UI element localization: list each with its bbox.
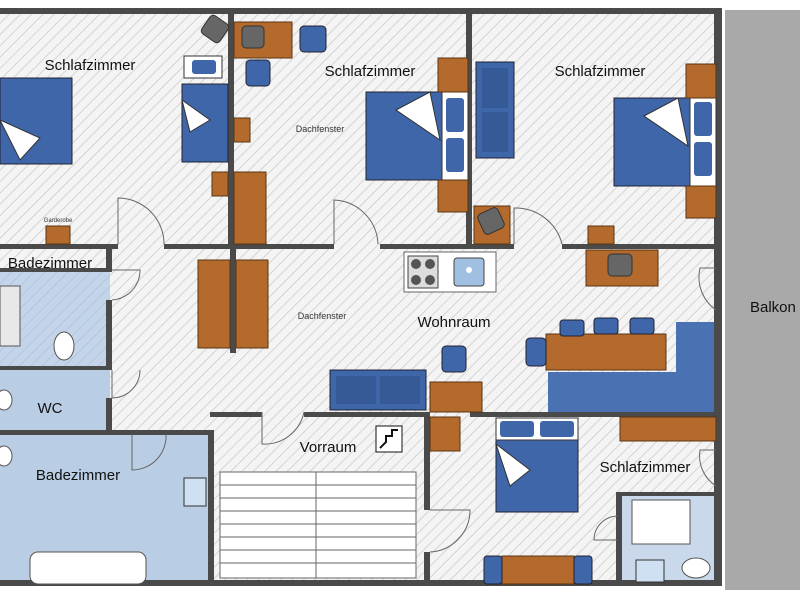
room-label-vorraum: Vorraum [300, 439, 357, 456]
room-label-wohnraum: Wohnraum [417, 314, 490, 331]
stair-direction-icon [375, 425, 403, 453]
wardrobe-label: Garderobe [44, 218, 73, 224]
kitchen-appliances [403, 251, 497, 293]
room-label-badezimmer-2: Badezimmer [36, 467, 120, 484]
walls [0, 8, 722, 586]
room-label-schlafzimmer-1: Schlafzimmer [45, 57, 136, 74]
balcony-area [725, 10, 800, 590]
room-label-schlafzimmer-3: Schlafzimmer [555, 63, 646, 80]
desk-chairs [200, 14, 633, 277]
sofas [329, 61, 515, 411]
beds [0, 55, 717, 513]
door-swings [111, 197, 717, 553]
kitchen-counter [548, 322, 716, 412]
staircase [219, 471, 417, 579]
room-label-balkon: Balkon [750, 299, 796, 316]
bathroom-fixtures [0, 285, 711, 585]
room-label-schlafzimmer-2: Schlafzimmer [325, 63, 416, 80]
room-label-wc: WC [38, 400, 63, 417]
skylight-label-1: Dachfenster [296, 124, 345, 134]
wooden-furniture [45, 21, 717, 585]
room-label-badezimmer-1: Badezimmer [8, 255, 92, 272]
room-label-schlafzimmer-4: Schlafzimmer [600, 459, 691, 476]
wc-floor [0, 370, 110, 430]
chairs [245, 25, 655, 585]
skylight-label-2: Dachfenster [298, 311, 347, 321]
